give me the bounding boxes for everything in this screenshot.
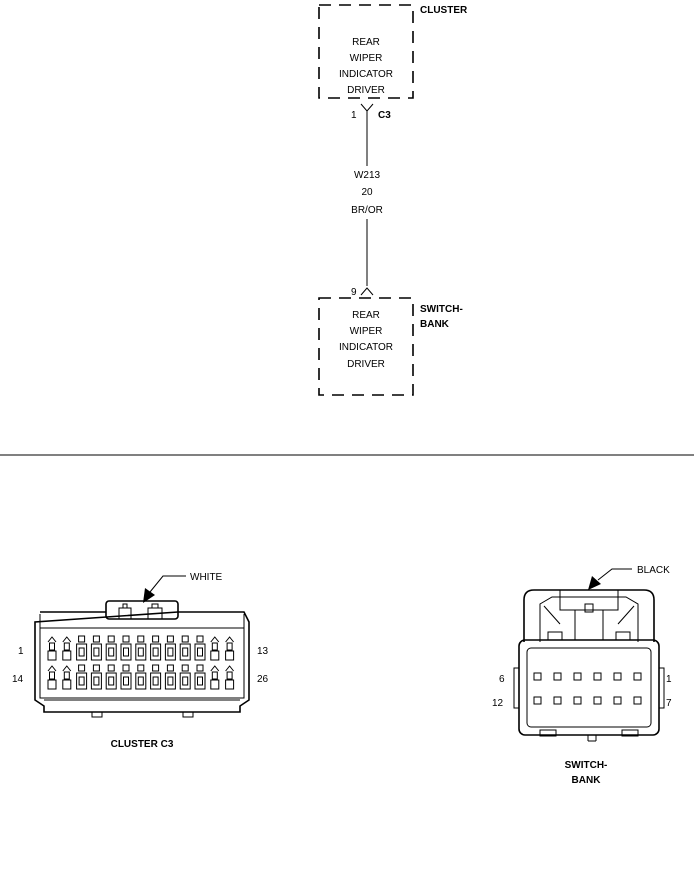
cluster-c3-pin-label-1: 1	[18, 646, 24, 657]
pin-cavity	[179, 664, 191, 690]
pin-cavity	[210, 636, 220, 661]
switch-bank-name-line-2: BANK	[420, 319, 450, 330]
connector-lock-tab	[559, 589, 619, 611]
pin-cavity	[553, 672, 562, 681]
switch-bank-name-line-1: SWITCH-	[420, 304, 463, 315]
pin-cavity	[533, 696, 542, 705]
cluster-c3-pin-label-26: 26	[257, 674, 269, 685]
pin-cavity	[613, 672, 622, 681]
pin-cavity	[179, 635, 191, 661]
pin-cavity	[135, 664, 147, 690]
housing-rib	[182, 711, 194, 718]
pin-cavity	[135, 635, 147, 661]
cluster-pin-number: 1	[351, 110, 357, 121]
housing-rib	[91, 711, 103, 718]
pin-cavity	[225, 665, 235, 690]
connector-housing	[34, 611, 250, 713]
cluster-c3-pin-grid	[47, 635, 235, 690]
pin-cavity	[120, 664, 132, 690]
pin-cavity	[533, 672, 542, 681]
arrow-icon	[588, 576, 601, 590]
pin-cavity	[633, 672, 642, 681]
cluster-connector-id: C3	[378, 110, 391, 121]
cluster-function-line-2: WIPER	[350, 53, 383, 64]
connector-shroud	[523, 589, 655, 642]
color-callout-leader	[149, 575, 186, 593]
pin-cavity	[90, 635, 102, 661]
switch-bank-function-line-4: DRIVER	[347, 359, 385, 370]
connector-latch	[574, 609, 604, 641]
cluster-c3-title: CLUSTER C3	[111, 739, 174, 750]
switch-bank-pin-label-6: 6	[499, 674, 505, 685]
pin-cavity	[194, 664, 206, 690]
cluster-function-line-3: INDICATOR	[339, 69, 393, 80]
pin-cavity	[47, 636, 57, 661]
connector-latch	[105, 600, 179, 620]
female-terminal-icon	[360, 103, 374, 112]
switch-bank-title-line-1: SWITCH-	[565, 760, 608, 771]
switch-bank-connector: BLACK 6 1 12 7 SWITCH- BANK	[492, 565, 672, 786]
cluster-module-box	[318, 4, 414, 99]
pin-cavity	[633, 696, 642, 705]
pin-cavity	[62, 636, 72, 661]
pin-cavity	[90, 664, 102, 690]
cluster-c3-terminal: 1 C3	[351, 103, 391, 121]
arrow-icon	[143, 588, 155, 603]
cluster-function-line-4: DRIVER	[347, 85, 385, 96]
cluster-c3-pin-label-13: 13	[257, 646, 269, 657]
switch-bank-title-line-2: BANK	[572, 775, 602, 786]
pin-cavity	[76, 664, 88, 690]
wire-id: W213	[354, 170, 381, 181]
wire-gauge: 20	[361, 187, 373, 198]
wire-color: BR/OR	[351, 205, 383, 216]
pin-cavity	[225, 636, 235, 661]
pin-cavity	[593, 672, 602, 681]
pin-cavity	[613, 696, 622, 705]
pin-cavity	[573, 672, 582, 681]
pin-cavity	[593, 696, 602, 705]
connector-cavity-area	[526, 647, 652, 728]
switch-bank-color-label: BLACK	[637, 565, 670, 576]
male-terminal-icon	[360, 287, 374, 296]
pin-cavity	[210, 665, 220, 690]
switch-bank-module: SWITCH- BANK REAR WIPER INDICATOR DRIVER	[318, 297, 463, 396]
pin-cavity	[164, 664, 176, 690]
switch-bank-pin-grid	[533, 672, 642, 705]
switch-bank-function-line-3: INDICATOR	[339, 342, 393, 353]
switch-bank-function-line-2: WIPER	[350, 326, 383, 337]
connector-cavity-area	[39, 627, 245, 699]
pin-cavity	[553, 696, 562, 705]
pin-cavity	[105, 635, 117, 661]
switch-bank-pin-label-12: 12	[492, 698, 504, 709]
pin-cavity	[76, 635, 88, 661]
color-callout-leader	[597, 568, 632, 581]
cluster-c3-color-label: WHITE	[190, 572, 223, 583]
cluster-function-line-1: REAR	[352, 37, 380, 48]
switch-bank-pin-label-7: 7	[666, 698, 672, 709]
pin-cavity	[47, 665, 57, 690]
pin-cavity	[150, 635, 162, 661]
pin-cavity	[62, 665, 72, 690]
switch-bank-pin-label-1: 1	[666, 674, 672, 685]
cluster-module: CLUSTER REAR WIPER INDICATOR DRIVER	[318, 4, 468, 99]
cluster-c3-pin-label-14: 14	[12, 674, 24, 685]
pin-cavity	[194, 635, 206, 661]
wire-w213: W213 20 BR/OR	[351, 120, 383, 286]
switch-bank-terminal: 9	[351, 287, 374, 298]
switch-bank-function-line-1: REAR	[352, 310, 380, 321]
pin-cavity	[150, 664, 162, 690]
pin-cavity	[164, 635, 176, 661]
switch-bank-module-box	[318, 297, 414, 396]
connector-housing	[518, 639, 660, 736]
switch-bank-pin-number: 9	[351, 287, 357, 298]
pin-cavity	[120, 635, 132, 661]
cluster-module-name: CLUSTER	[420, 5, 468, 16]
pin-cavity	[105, 664, 117, 690]
pin-cavity	[573, 696, 582, 705]
cluster-c3-connector: WHITE 1 13 14 26 CLUSTER C3	[12, 572, 269, 750]
